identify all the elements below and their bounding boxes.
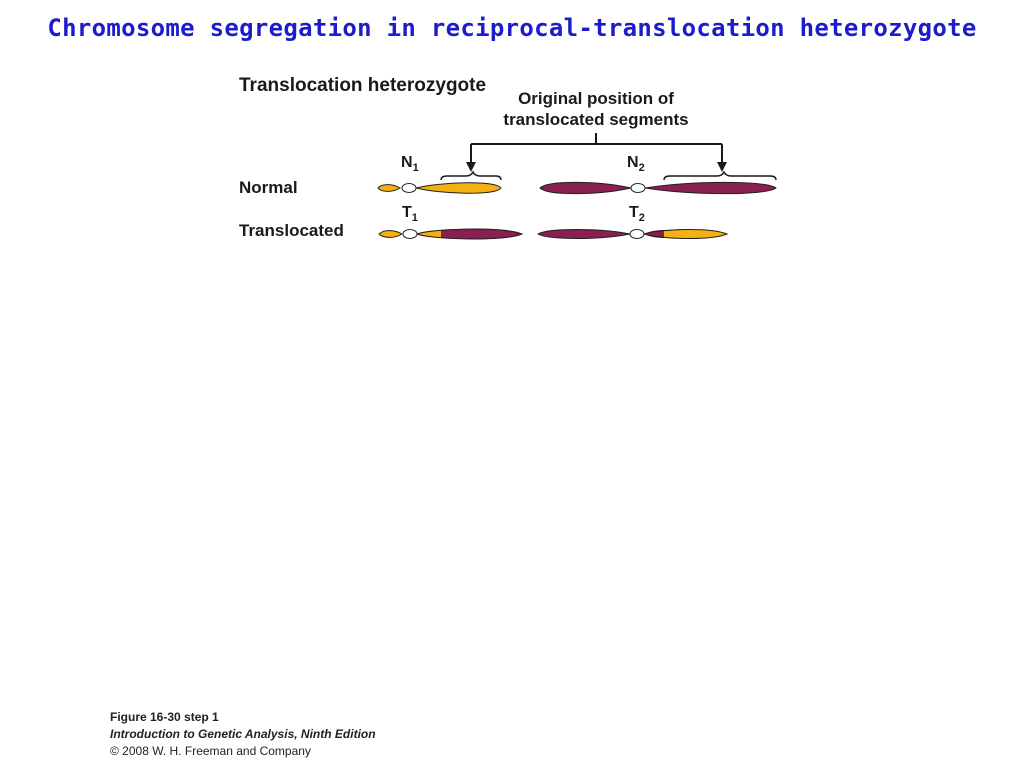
chromosome-n1 xyxy=(377,182,502,194)
caption-copyright: © 2008 W. H. Freeman and Company xyxy=(110,744,311,758)
callout-connector xyxy=(470,133,723,163)
row-label-translocated: Translocated xyxy=(239,221,344,240)
chromosome-n2 xyxy=(539,181,777,195)
caption-book-title: Introduction to Genetic Analysis, Ninth … xyxy=(110,727,376,741)
row-label-normal: Normal xyxy=(239,178,298,197)
callout-line-2: translocated segments xyxy=(503,110,688,129)
chromosome-t2 xyxy=(537,229,729,239)
callout-line-1: Original position of xyxy=(518,89,674,108)
bracket-n2-segment xyxy=(663,170,777,181)
arrowhead-left xyxy=(466,162,476,172)
label-n1: N1 xyxy=(401,154,419,174)
slide-title: Chromosome segregation in reciprocal-tra… xyxy=(47,14,977,42)
label-n2: N2 xyxy=(627,154,645,174)
chromosome-t1 xyxy=(378,228,524,240)
figure-heading: Translocation heterozygote xyxy=(239,75,486,96)
label-t1: T1 xyxy=(402,204,418,224)
arrowhead-right xyxy=(717,162,727,172)
figure-caption: Figure 16-30 step 1 Introduction to Gene… xyxy=(110,709,376,760)
bracket-n1-segment xyxy=(440,170,502,181)
label-t2: T2 xyxy=(629,204,645,224)
caption-figure-number: Figure 16-30 step 1 xyxy=(110,710,219,724)
